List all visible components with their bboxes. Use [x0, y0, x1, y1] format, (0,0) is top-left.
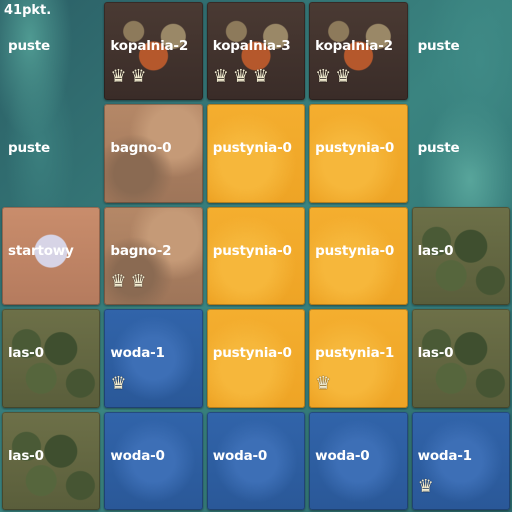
board-cell-empty[interactable]: puste [0, 102, 102, 204]
cell-label: kopalnia-2 [315, 38, 393, 54]
terrain-tile [104, 309, 203, 408]
board-cell-desert[interactable]: pustynia-0 [307, 102, 409, 204]
terrain-tile [104, 206, 203, 306]
cell-label: pustynia-0 [315, 140, 395, 157]
crown-icon: ♛ [130, 66, 147, 87]
board-cell-water[interactable]: woda-0 [102, 410, 204, 512]
cell-label: woda-0 [110, 447, 165, 464]
terrain-tile [309, 411, 408, 510]
cell-label: pustynia-0 [212, 345, 292, 362]
crown-icon: ♛ [315, 66, 332, 87]
crown-icon: ♛ [252, 66, 269, 87]
terrain-tile [206, 2, 306, 101]
cell-label: las-0 [8, 447, 44, 464]
cell-label: kopalnia-2 [110, 38, 189, 54]
board-cell-forest[interactable]: las-0 [0, 410, 102, 512]
board-cell-desert[interactable]: pustynia-0 [205, 102, 307, 204]
cell-label: startowy [8, 242, 74, 259]
board-cell-empty[interactable]: puste [0, 0, 102, 102]
board-cell-water[interactable]: woda-1 ♛ [102, 307, 204, 409]
cell-label: las-0 [417, 345, 454, 362]
crown-icon: ♛ [110, 66, 127, 87]
board-cell-swamp[interactable]: bagno-2 ♛♛ [102, 205, 204, 307]
cell-label: puste [417, 38, 460, 54]
board-cell-swamp[interactable]: bagno-0 [102, 102, 204, 204]
board-cell-forest[interactable]: las-0 [410, 307, 512, 409]
cell-label: las-0 [417, 242, 454, 259]
terrain-tile [309, 104, 408, 203]
terrain-tile [411, 411, 510, 510]
terrain-tile [309, 2, 408, 101]
cell-label: pustynia-1 [315, 345, 395, 362]
board-cell-water[interactable]: woda-0 [205, 410, 307, 512]
cell-label: bagno-2 [110, 242, 172, 259]
crown-icon: ♛ [417, 475, 434, 497]
cell-label: woda-1 [110, 345, 165, 362]
board-cell-empty[interactable]: puste [410, 0, 512, 102]
crown-icon: ♛ [110, 373, 127, 395]
board-cell-desert[interactable]: pustynia-0 [205, 205, 307, 307]
crown-icon: ♛ [130, 270, 147, 292]
terrain-tile [104, 104, 203, 203]
terrain-tile [206, 104, 306, 203]
cell-label: puste [8, 140, 50, 157]
crown-icon: ♛ [212, 66, 229, 87]
cell-label: woda-1 [417, 447, 473, 464]
cell-label: woda-0 [212, 447, 268, 464]
board-cell-water[interactable]: woda-1 ♛ [410, 410, 512, 512]
terrain-tile [206, 206, 306, 306]
board-cell-forest[interactable]: las-0 [0, 307, 102, 409]
cell-label: puste [8, 38, 50, 54]
board-cell-start[interactable]: startowy [0, 205, 102, 307]
cell-label: pustynia-0 [212, 140, 292, 157]
board-cell-empty[interactable]: puste [410, 102, 512, 204]
cell-label: kopalnia-3 [212, 38, 291, 54]
board-cell-mine[interactable]: kopalnia-2 ♛♛ [102, 0, 204, 102]
cell-label: bagno-0 [110, 140, 172, 157]
crown-icon: ♛ [110, 270, 127, 292]
board-cell-forest[interactable]: las-0 [410, 205, 512, 307]
terrain-tile [206, 309, 306, 408]
terrain-tile [411, 309, 510, 408]
board-cell-mine[interactable]: kopalnia-3♛♛♛ [205, 0, 307, 102]
cell-label: pustynia-0 [212, 242, 292, 259]
terrain-tile [309, 206, 408, 306]
cell-label: pustynia-0 [315, 242, 395, 259]
cell-label: puste [417, 140, 460, 157]
board-cell-water[interactable]: woda-0 [307, 410, 409, 512]
board-cell-desert[interactable]: pustynia-0 [205, 307, 307, 409]
cell-label: las-0 [8, 345, 44, 362]
terrain-tile [2, 309, 101, 408]
cell-label: woda-0 [315, 447, 370, 464]
terrain-tile [411, 206, 510, 306]
terrain-tile [104, 411, 203, 510]
terrain-tile [206, 411, 306, 510]
crown-icon: ♛ [315, 373, 332, 395]
board-cell-desert[interactable]: pustynia-1 ♛ [307, 307, 409, 409]
crown-icon: ♛ [232, 66, 249, 87]
board-cell-mine[interactable]: kopalnia-2 ♛♛ [307, 0, 409, 102]
score-label: 41pkt. [4, 3, 52, 18]
terrain-tile [2, 411, 101, 510]
terrain-tile [104, 2, 203, 101]
terrain-tile [309, 309, 408, 408]
terrain-tile [2, 206, 101, 306]
board-cell-desert[interactable]: pustynia-0 [307, 205, 409, 307]
crown-icon: ♛ [335, 66, 352, 87]
